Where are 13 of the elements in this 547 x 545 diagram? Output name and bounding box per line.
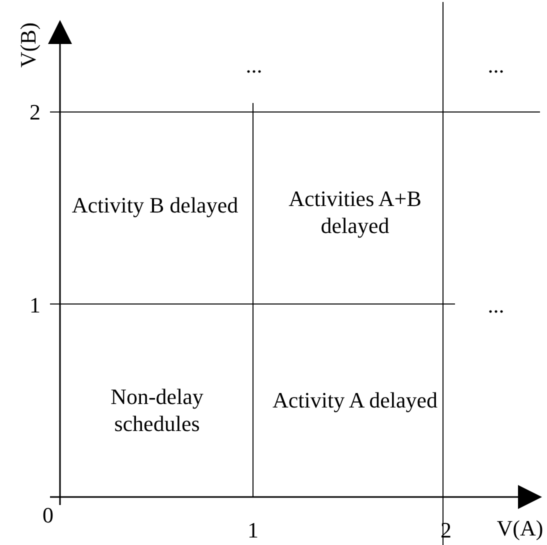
region-label: Non-delay schedules (110, 383, 204, 437)
ellipsis: ... (488, 292, 504, 318)
tick-label: 0 (42, 502, 54, 528)
ellipsis: ... (246, 52, 262, 78)
region-label: Activity A delayed (272, 386, 438, 414)
axis-label: V(A) (496, 514, 544, 542)
axis-label: V(B) (14, 22, 42, 68)
region-label: Activity B delayed (70, 192, 240, 218)
tick-label: 1 (248, 516, 258, 544)
ellipsis: ... (488, 52, 504, 78)
tick-label: 1 (30, 292, 40, 318)
region-label: Activities A+B delayed (288, 185, 422, 239)
tick-label: 2 (30, 98, 40, 126)
